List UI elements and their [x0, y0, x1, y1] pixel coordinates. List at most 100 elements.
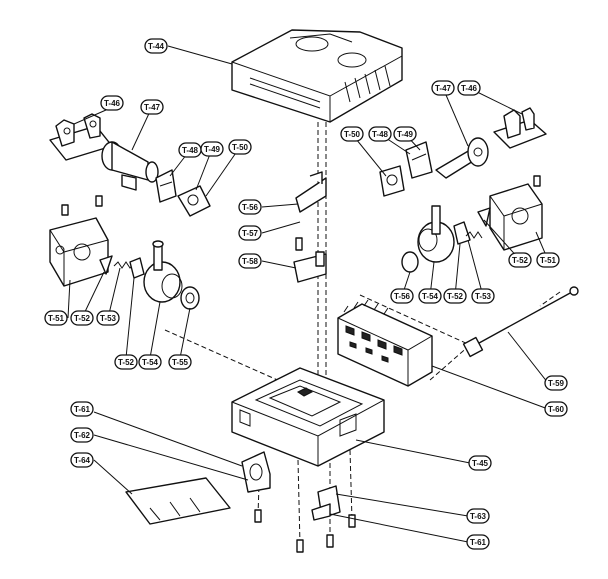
callout-label: T-51 [540, 256, 557, 265]
base-chassis-part [231, 367, 385, 467]
callout-badge: T-46 [457, 80, 481, 96]
callout-label: T-61 [74, 405, 91, 414]
callout-badge: T-54 [138, 354, 162, 370]
circuit-board-part [337, 299, 433, 387]
callout-label: T-50 [344, 130, 361, 139]
callout-oval [200, 141, 224, 157]
callout-badge: T-53 [471, 288, 495, 304]
right-housing-part [489, 183, 543, 251]
callout-label: T-45 [472, 459, 489, 468]
left-motor-shaft-part [101, 141, 159, 191]
right-motor-shaft-part [435, 137, 489, 179]
left-mount-bracket-part [49, 113, 113, 161]
callout-badge: T-54 [418, 288, 442, 304]
callout-label: T-46 [461, 84, 478, 93]
callout-oval [466, 534, 490, 550]
callout-badge: T-60 [544, 401, 568, 417]
left-wheel-part [180, 286, 200, 310]
callout-oval [340, 126, 364, 142]
callout-oval [536, 252, 560, 268]
callout-label: T-51 [48, 314, 65, 323]
callout-label: T-50 [232, 143, 249, 152]
callout-oval [457, 80, 481, 96]
callout-label: T-63 [470, 512, 487, 521]
callout-label: T-44 [148, 42, 165, 51]
callout-label: T-62 [74, 431, 91, 440]
callout-badge: T-55 [168, 354, 192, 370]
callout-oval [100, 95, 124, 111]
callout-oval [114, 354, 138, 370]
callout-badge: T-51 [44, 310, 68, 326]
callout-badge: T-61 [466, 534, 490, 550]
callout-badge: T-50 [340, 126, 364, 142]
left-spring-parts [99, 255, 145, 279]
callout-badge: T-57 [238, 225, 262, 241]
callout-badge: T-56 [390, 288, 414, 304]
callout-oval [466, 508, 490, 524]
callout-badge: T-50 [228, 139, 252, 155]
callout-label: T-55 [172, 358, 189, 367]
callout-oval [44, 310, 68, 326]
top-cover-part [231, 29, 403, 123]
callout-label: T-47 [144, 103, 161, 112]
callout-badge: T-62 [70, 427, 94, 443]
callout-label: T-64 [74, 456, 91, 465]
callout-label: T-52 [447, 292, 464, 301]
callout-label: T-52 [118, 358, 135, 367]
callout-badge: T-47 [431, 80, 455, 96]
callout-badge: T-49 [200, 141, 224, 157]
callout-oval [508, 252, 532, 268]
callout-badge: T-52 [114, 354, 138, 370]
callout-oval [238, 225, 262, 241]
bottom-latch-part [311, 485, 341, 521]
callout-badge: T-46 [100, 95, 124, 111]
center-latch-parts [293, 171, 327, 283]
callout-badge: T-64 [70, 452, 94, 468]
callout-badge: T-63 [466, 508, 490, 524]
callout-oval [70, 452, 94, 468]
callout-label: T-59 [548, 379, 565, 388]
callout-badge: T-44 [144, 38, 168, 54]
callout-badge: T-49 [393, 126, 417, 142]
callout-label: T-53 [475, 292, 492, 301]
callout-badge: T-53 [96, 310, 120, 326]
callout-label: T-60 [548, 405, 565, 414]
callout-badge: T-61 [70, 401, 94, 417]
callout-label: T-56 [242, 203, 259, 212]
left-housing-part [49, 217, 109, 287]
callout-oval [418, 288, 442, 304]
callout-oval [238, 253, 262, 269]
callout-label: T-46 [104, 99, 121, 108]
callout-oval [140, 99, 164, 115]
callout-oval [390, 288, 414, 304]
callout-label: T-57 [242, 229, 259, 238]
callout-label: T-61 [470, 538, 487, 547]
callout-oval [228, 139, 252, 155]
bottom-bracket-parts [241, 451, 271, 493]
right-pulley-parts [401, 205, 491, 273]
callout-oval [70, 310, 94, 326]
callout-badge: T-51 [536, 252, 560, 268]
callout-oval [96, 310, 120, 326]
callout-badge: T-52 [70, 310, 94, 326]
callout-badge: T-56 [238, 199, 262, 215]
callout-badge: T-59 [544, 375, 568, 391]
callout-oval [368, 126, 392, 142]
callout-badge: T-48 [178, 142, 202, 158]
callout-label: T-48 [182, 146, 199, 155]
callout-oval [168, 354, 192, 370]
right-mount-bracket-part [493, 107, 547, 149]
callout-oval [544, 375, 568, 391]
callout-label: T-54 [142, 358, 159, 367]
callout-oval [238, 199, 262, 215]
callout-badge: T-52 [508, 252, 532, 268]
callout-label: T-53 [100, 314, 117, 323]
callout-oval [468, 455, 492, 471]
callout-oval [471, 288, 495, 304]
callout-badge: T-58 [238, 253, 262, 269]
callout-label: T-52 [512, 256, 529, 265]
callout-badge: T-45 [468, 455, 492, 471]
callout-label: T-58 [242, 257, 259, 266]
